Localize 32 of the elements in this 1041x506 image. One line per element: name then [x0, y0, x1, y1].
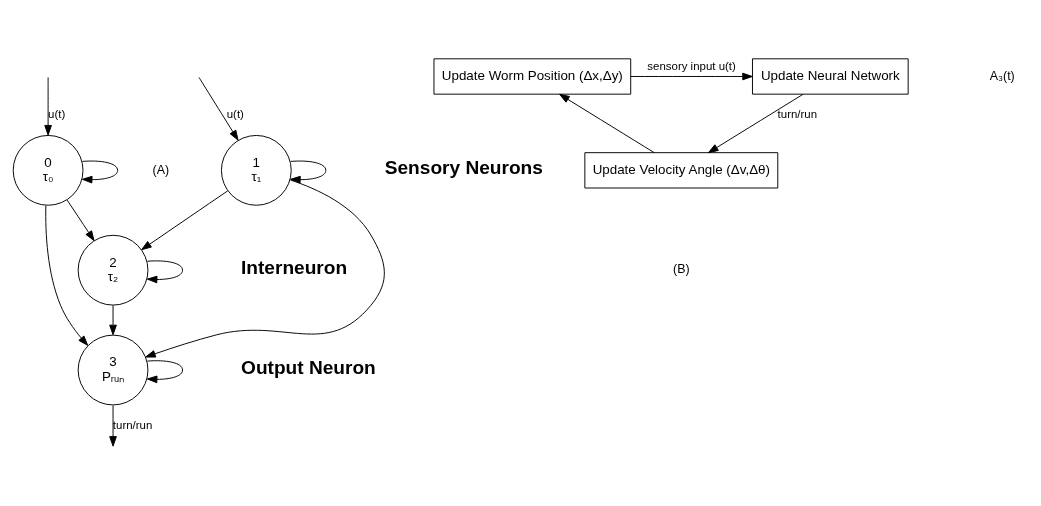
edge-label: u(t) — [226, 107, 244, 120]
arrow — [44, 77, 52, 136]
arrow — [708, 93, 804, 154]
arrow — [630, 72, 753, 81]
edge-label: sensory input u(t) — [647, 60, 736, 73]
arrow — [146, 260, 184, 284]
label: Sensory Neurons — [384, 157, 543, 179]
node-box: Update Worm Position (Δx,Δy) — [433, 58, 632, 95]
label: Output Neuron — [241, 356, 376, 378]
label: (B) — [673, 262, 690, 277]
arrow — [145, 179, 385, 358]
arrow — [290, 160, 327, 184]
node-circle: 0 τ₀ — [12, 134, 84, 206]
arrow — [45, 205, 89, 346]
arrow — [141, 190, 229, 251]
node-box: Update Velocity Angle (Δv,Δθ) — [584, 152, 779, 189]
label: Interneuron — [241, 257, 348, 279]
node-circle: 1 τ₁ — [220, 134, 292, 206]
arrow — [198, 77, 239, 141]
edge-label: u(t) — [48, 107, 66, 120]
arrow — [109, 304, 117, 336]
node-box: Update Neural Network — [752, 58, 909, 95]
arrow — [559, 93, 655, 154]
label: A₃(t) — [989, 68, 1015, 83]
arrow — [66, 199, 95, 242]
edge-label: turn/run — [112, 418, 153, 431]
arrow — [146, 360, 184, 384]
edge-label: turn/run — [777, 107, 818, 120]
arrow — [81, 160, 119, 184]
node-circle: 2 τ₂ — [77, 234, 149, 306]
label: (A) — [152, 162, 170, 177]
arrow — [109, 405, 117, 447]
